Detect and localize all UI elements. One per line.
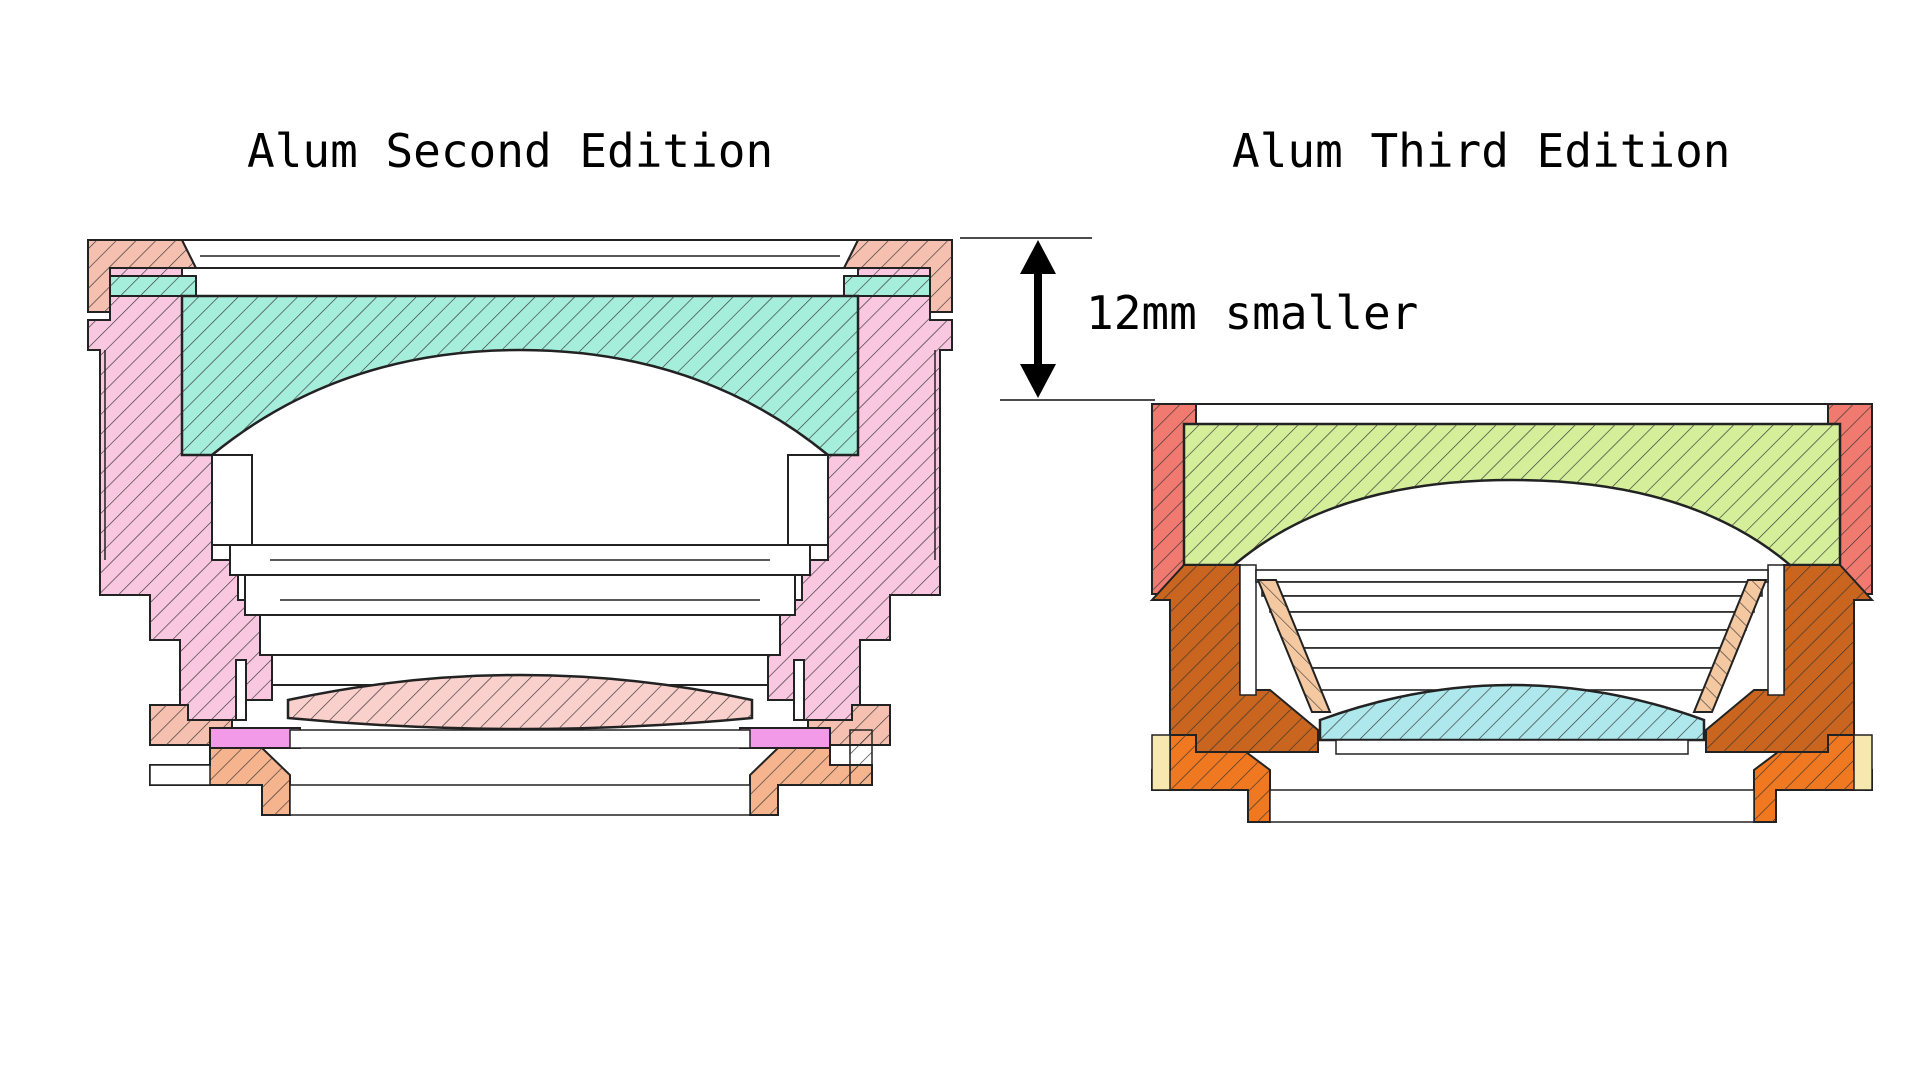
second-edition-cross-section	[87, 239, 953, 816]
third-edition-front-lens	[1182, 422, 1842, 567]
third-edition-baffle	[1256, 579, 1768, 713]
title-third-edition: Alum Third Edition	[1232, 124, 1731, 178]
second-edition-baffle	[211, 454, 829, 686]
second-edition-front-lens	[180, 294, 860, 457]
third-edition-baffle-steps	[1255, 569, 1769, 691]
second-edition-body	[87, 267, 953, 721]
title-second-edition: Alum Second Edition	[247, 124, 774, 178]
third-edition-mount	[1151, 734, 1873, 823]
second-edition-mount	[149, 704, 891, 816]
double-arrow-vertical-icon	[960, 237, 1155, 401]
second-edition-rear-lens	[286, 673, 754, 731]
second-edition-pins	[235, 659, 805, 721]
third-edition-body	[1149, 564, 1875, 753]
third-edition-cross-section	[1149, 403, 1875, 823]
size-difference-label: 12mm smaller	[1086, 286, 1419, 340]
third-edition-rear-lens	[1318, 683, 1706, 742]
